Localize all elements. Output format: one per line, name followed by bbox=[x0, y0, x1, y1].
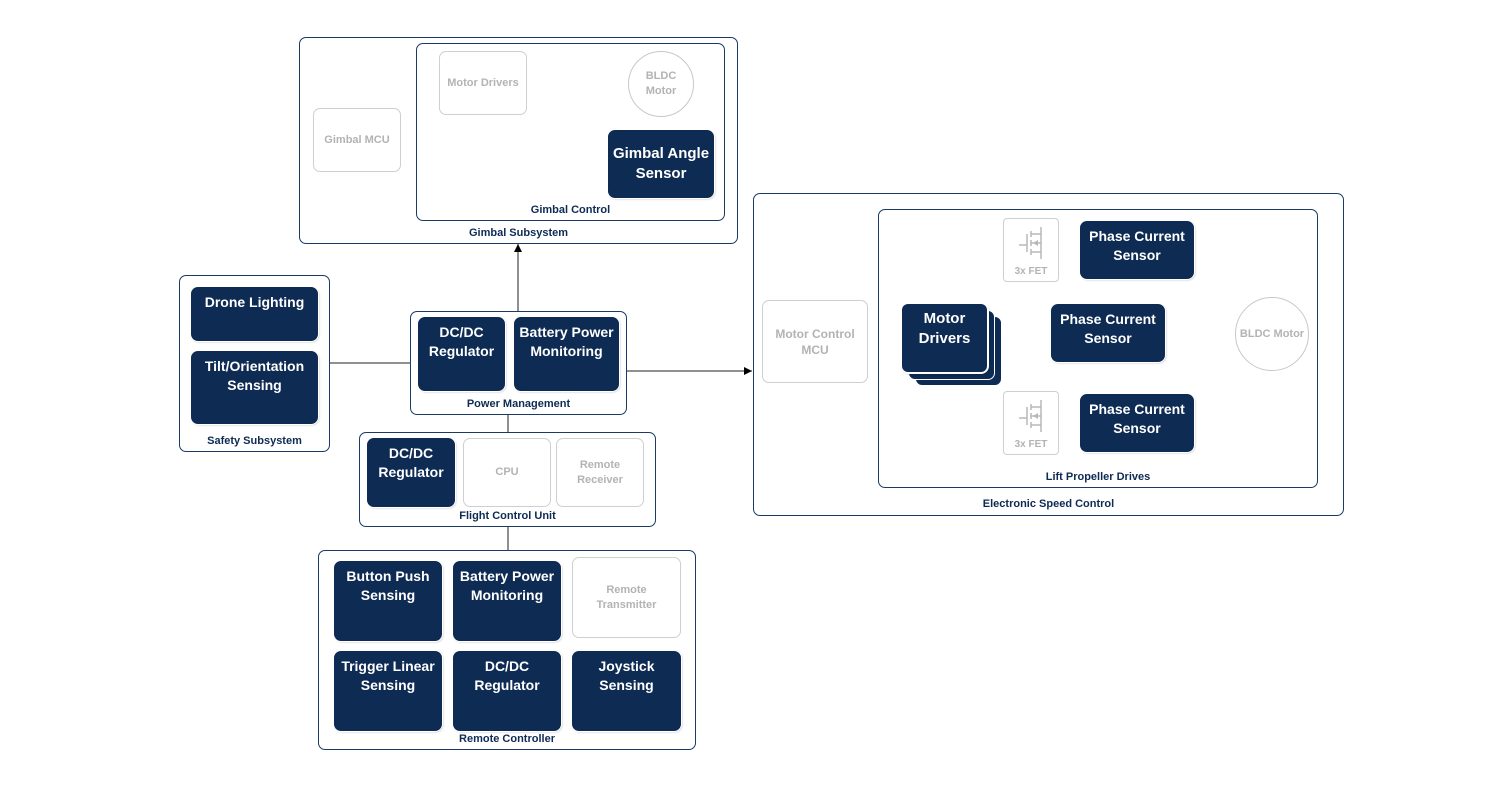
phase-current-sensor-3[interactable]: Phase Current Sensor bbox=[1080, 394, 1194, 452]
motor-control-mcu[interactable]: Motor Control MCU bbox=[762, 300, 868, 383]
tilt-orientation-sensing[interactable]: Tilt/Orientation Sensing bbox=[191, 351, 318, 424]
mosfet-icon bbox=[1019, 227, 1042, 259]
phase-current-sensor-1[interactable]: Phase Current Sensor bbox=[1080, 221, 1194, 279]
trigger-linear-sensing[interactable]: Trigger Linear Sensing bbox=[334, 651, 442, 731]
safety-subsystem-label: Safety Subsystem bbox=[207, 435, 302, 447]
button-push-sensing[interactable]: Button Push Sensing bbox=[334, 561, 442, 641]
fet-bottom[interactable]: 3x FET bbox=[1003, 391, 1059, 455]
fcu-cpu[interactable]: CPU bbox=[463, 438, 551, 507]
fcu-dcdc-regulator[interactable]: DC/DC Regulator bbox=[367, 438, 455, 507]
phase-current-sensor-2[interactable]: Phase Current Sensor bbox=[1051, 304, 1165, 362]
remote-transmitter[interactable]: Remote Transmitter bbox=[572, 557, 681, 638]
fet-top[interactable]: 3x FET bbox=[1003, 218, 1059, 282]
power-management-label: Power Management bbox=[466, 398, 571, 410]
gimbal-mcu[interactable]: Gimbal MCU bbox=[313, 108, 401, 172]
gimbal-subsystem-label: Gimbal Subsystem bbox=[468, 227, 569, 239]
lift-propeller-drives-label: Lift Propeller Drives bbox=[1045, 471, 1151, 483]
fcu-remote-receiver[interactable]: Remote Receiver bbox=[556, 438, 644, 507]
esc-bldc-motor[interactable]: BLDC Motor bbox=[1235, 297, 1309, 371]
joystick-sensing[interactable]: Joystick Sensing bbox=[572, 651, 681, 731]
power-battery-monitoring[interactable]: Battery Power Monitoring bbox=[514, 317, 619, 391]
remote-controller-label: Remote Controller bbox=[459, 733, 555, 745]
gimbal-motor-drivers[interactable]: Motor Drivers bbox=[439, 51, 527, 115]
gimbal-bldc-motor[interactable]: BLDC Motor bbox=[628, 51, 694, 117]
remote-battery-monitoring[interactable]: Battery Power Monitoring bbox=[453, 561, 561, 641]
power-dcdc-regulator[interactable]: DC/DC Regulator bbox=[418, 317, 505, 391]
drone-lighting[interactable]: Drone Lighting bbox=[191, 287, 318, 341]
gimbal-control-label: Gimbal Control bbox=[530, 204, 611, 216]
gimbal-angle-sensor[interactable]: Gimbal Angle Sensor bbox=[608, 130, 714, 198]
esc-label: Electronic Speed Control bbox=[982, 498, 1115, 510]
lift-propeller-drives: Lift Propeller Drives bbox=[878, 209, 1318, 488]
mosfet-icon bbox=[1019, 400, 1042, 432]
esc-motor-drivers[interactable]: Motor Drivers bbox=[901, 303, 988, 373]
fet-top-label: 3x FET bbox=[1014, 266, 1048, 277]
fet-bottom-label: 3x FET bbox=[1014, 439, 1048, 450]
remote-dcdc-regulator[interactable]: DC/DC Regulator bbox=[453, 651, 561, 731]
flight-control-unit-label: Flight Control Unit bbox=[459, 510, 556, 522]
